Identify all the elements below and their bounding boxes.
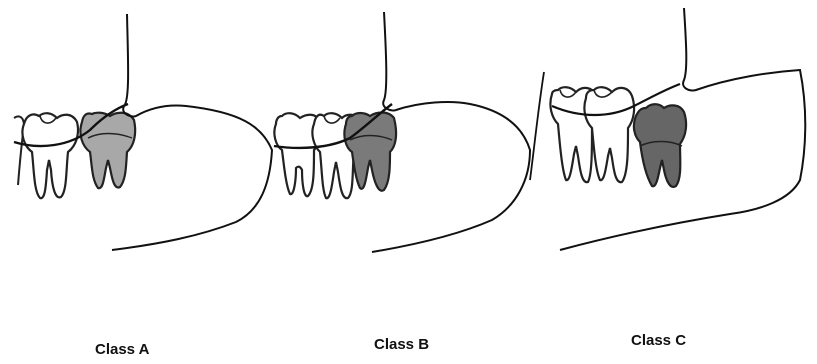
panel-class-b xyxy=(274,12,530,252)
caption-class-b: Class B xyxy=(374,336,429,353)
wisdom-tooth xyxy=(80,113,135,189)
panel-class-c xyxy=(530,8,805,250)
caption-class-a: Class A xyxy=(95,341,149,358)
caption-class-c: Class C xyxy=(631,332,686,349)
panel-class-a xyxy=(14,14,272,250)
second-molar xyxy=(22,113,78,198)
wisdom-tooth xyxy=(634,104,686,187)
mandible-anterior-contour xyxy=(530,72,544,180)
wisdom-tooth-shape xyxy=(80,113,135,189)
